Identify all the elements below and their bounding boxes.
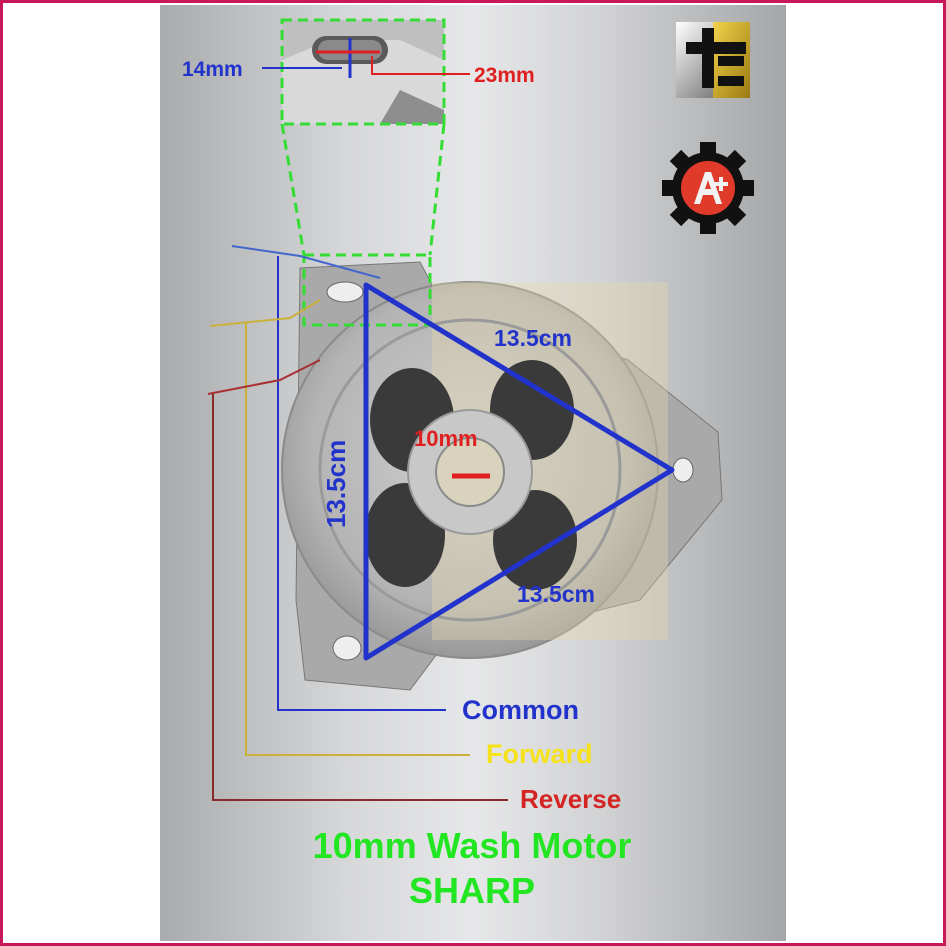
mount-hole-bottom xyxy=(332,635,362,661)
gear-a-plus-icon xyxy=(662,142,754,234)
zoom-box-top xyxy=(280,18,446,126)
slot-length-leader xyxy=(371,56,470,75)
shaft-label: 10mm xyxy=(414,426,478,451)
wire-common xyxy=(231,245,446,711)
mount-hole-top xyxy=(326,281,364,303)
zoom-connector-right xyxy=(428,123,446,256)
slot-width-label: 14mm xyxy=(182,58,243,81)
side-left-label: 13.5cm xyxy=(321,440,351,528)
title-line2: SHARP xyxy=(409,870,535,911)
zoom-inset xyxy=(280,18,446,126)
wire-label-forward: Forward xyxy=(486,739,593,769)
zoom-connector-left xyxy=(280,123,306,256)
motor-body xyxy=(281,261,723,691)
inset-shadow xyxy=(380,90,444,124)
wire-label-reverse: Reverse xyxy=(520,784,621,814)
housing-ring xyxy=(318,318,622,622)
wire-reverse xyxy=(207,359,508,801)
wire-label-common: Common xyxy=(462,695,579,725)
mounting-triangle xyxy=(363,282,675,661)
tc-logo-icon xyxy=(676,22,750,98)
mount-hole-right xyxy=(672,457,694,483)
shaft xyxy=(435,437,505,507)
slot-length-label: 23mm xyxy=(474,64,535,87)
title-line1: 10mm Wash Motor xyxy=(313,825,632,866)
side-bottom-label: 13.5cm xyxy=(517,581,595,607)
wire-forward xyxy=(209,299,470,756)
side-top-label: 13.5cm xyxy=(494,325,572,351)
